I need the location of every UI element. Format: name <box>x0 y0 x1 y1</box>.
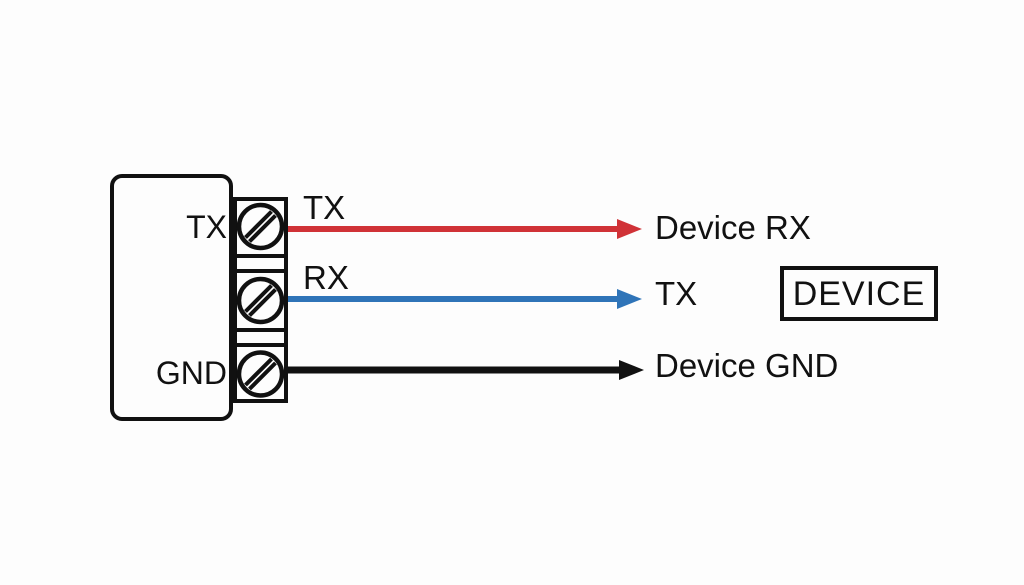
wire-destination-label-device-gnd: Device GND <box>655 347 839 384</box>
controller-pin-label-gnd: GND <box>155 355 227 391</box>
wire-destination-label-device-rx: Device RX <box>655 209 811 246</box>
wire-signal-label-tx: TX <box>303 189 346 226</box>
wire-arrowhead-icon <box>619 360 644 380</box>
device-box-label: DEVICE <box>792 274 926 313</box>
tx-wire <box>288 219 642 239</box>
device-box: DEVICE <box>780 266 938 321</box>
screw-terminal-icon <box>236 202 285 251</box>
rx-wire <box>288 289 642 309</box>
screw-terminal-icon <box>236 276 285 325</box>
controller-box <box>110 174 233 421</box>
terminal-strip <box>233 197 288 403</box>
wire-arrowhead-icon <box>617 219 642 239</box>
wire-arrowhead-icon <box>617 289 642 309</box>
gnd-wire <box>286 360 644 380</box>
screw-terminal-icon <box>236 350 285 398</box>
controller-pin-label-tx: TX <box>186 209 227 245</box>
wire-destination-label-tx: TX <box>655 275 698 312</box>
wire-signal-label-rx: RX <box>303 259 349 296</box>
